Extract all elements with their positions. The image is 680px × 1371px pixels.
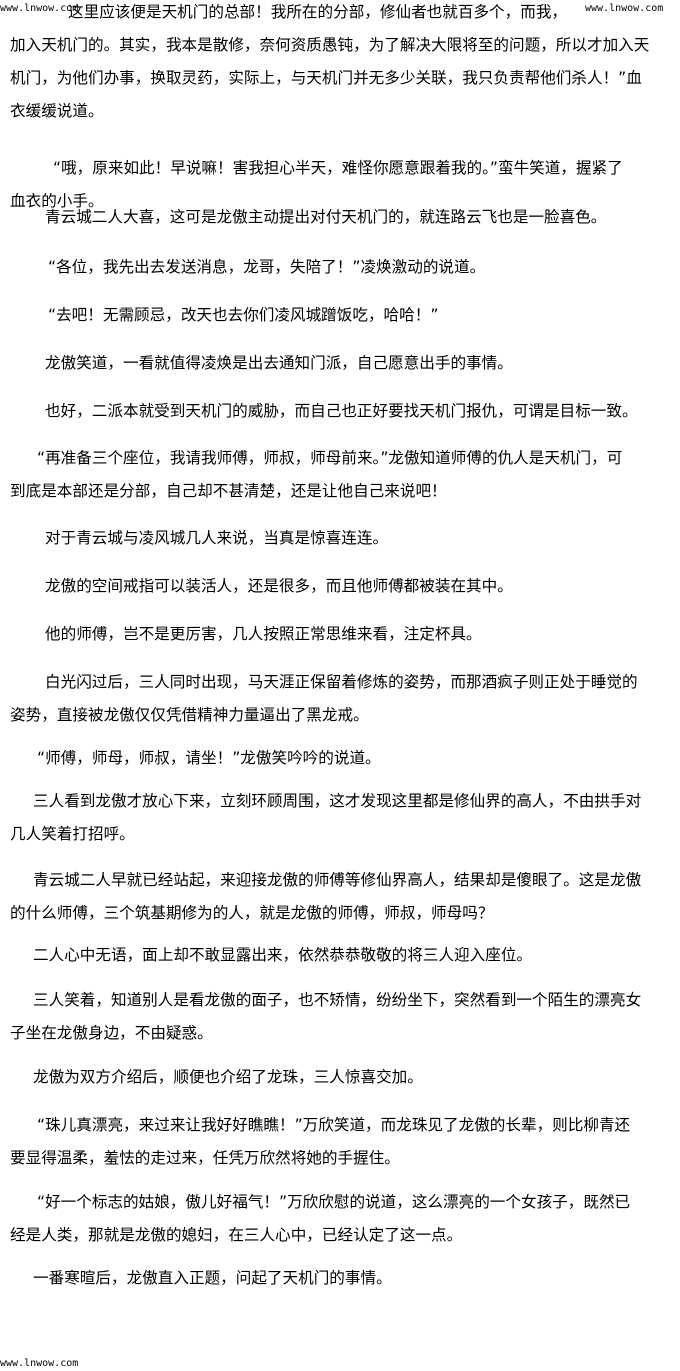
- text-line: “各位，我先出去发送消息，龙哥，失陪了！”凌焕激动的说道。: [48, 258, 486, 276]
- paragraph: 青云城二人早就已经站起，来迎接龙傲的师傅等修仙界高人，结果却是傻眼了。这是龙傲的…: [10, 864, 675, 930]
- paragraph: 龙傲笑道，一看就值得凌焕是出去通知门派，自己愿意出手的事情。: [10, 347, 675, 380]
- watermark-bottom-left: www.lnwow.com: [0, 1358, 79, 1369]
- text-line: “再准备三个座位，我请我师傅，师叔，师母前来。”龙傲知道师傅的仇人是天机门，可: [37, 449, 623, 467]
- text-line: 这里应该便是天机门的总部！我所在的分部，修仙者也就百多个，而我，: [68, 3, 568, 21]
- paragraph: 青云城二人大喜，这可是龙傲主动提出对付天机门的，就连路云飞也是一脸喜色。: [10, 201, 675, 234]
- text-line: 龙傲笑道，一看就值得凌焕是出去通知门派，自己愿意出手的事情。: [45, 354, 513, 372]
- text-line: 他的师傅，岂不是更厉害，几人按照正常思维来看，注定杯具。: [45, 625, 482, 643]
- text-line: 也好，二派本就受到天机门的威胁，而自己也正好要找天机门报仇，可谓是目标一致。: [45, 402, 638, 420]
- text-line: 青云城二人大喜，这可是龙傲主动提出对付天机门的，就连路云飞也是一脸喜色。: [45, 208, 607, 226]
- paragraph: 白光闪过后，三人同时出现，马天涯正保留着修炼的姿势，而那酒疯子则正处于睡觉的姿势…: [10, 666, 675, 732]
- text-line: “珠儿真漂亮，来过来让我好好瞧瞧！”万欣笑道，而龙珠见了龙傲的长辈，则比柳青还: [37, 1116, 631, 1134]
- text-line: 经是人类，那就是龙傲的媳妇，在三人心中，已经认定了这一点。: [10, 1226, 463, 1244]
- text-line: 机门，为他们办事，换取灵药，实际上，与天机门并无多少关联，我只负责帮他们杀人！”…: [10, 69, 642, 87]
- text-line: 三人看到龙傲才放心下来，立刻环顾周围，这才发现这里都是修仙界的高人，不由拱手对: [33, 792, 642, 810]
- text-line: 青云城二人早就已经站起，来迎接龙傲的师傅等修仙界高人，结果却是傻眼了。这是龙傲: [33, 871, 642, 889]
- text-line: 对于青云城与凌风城几人来说，当真是惊喜连连。: [45, 529, 389, 547]
- paragraph: 也好，二派本就受到天机门的威胁，而自己也正好要找天机门报仇，可谓是目标一致。: [10, 395, 675, 428]
- paragraph: “师傅，师母，师叔，请坐！”龙傲笑吟吟的说道。: [10, 742, 675, 775]
- text-line: 血衣的小手。: [10, 192, 104, 210]
- paragraph: 二人心中无语，面上却不敢显露出来，依然恭恭敬敬的将三人迎入座位。: [10, 939, 675, 972]
- paragraph: “再准备三个座位，我请我师傅，师叔，师母前来。”龙傲知道师傅的仇人是天机门，可到…: [10, 442, 675, 508]
- paragraph: “哦，原来如此！早说嘛！害我担心半天，难怪你愿意跟着我的。”蛮牛笑道，握紧了血衣…: [10, 152, 675, 218]
- text-line: 二人心中无语，面上却不敢显露出来，依然恭恭敬敬的将三人迎入座位。: [33, 946, 533, 964]
- paragraph: 一番寒暄后，龙傲直入正题，问起了天机门的事情。: [10, 1262, 675, 1295]
- paragraph: “珠儿真漂亮，来过来让我好好瞧瞧！”万欣笑道，而龙珠见了龙傲的长辈，则比柳青还要…: [10, 1109, 675, 1175]
- paragraph: 龙傲为双方介绍后，顺便也介绍了龙珠，三人惊喜交加。: [10, 1061, 675, 1094]
- text-line: 姿势，直接被龙傲仅仅凭借精神力量逼出了黑龙戒。: [10, 706, 369, 724]
- paragraph: 三人笑着，知道别人是看龙傲的面子，也不矫情，纷纷坐下，突然看到一个陌生的漂亮女子…: [10, 984, 675, 1050]
- text-line: “哦，原来如此！早说嘛！害我担心半天，难怪你愿意跟着我的。”蛮牛笑道，握紧了: [53, 159, 623, 177]
- text-line: 一番寒暄后，龙傲直入正题，问起了天机门的事情。: [33, 1269, 392, 1287]
- text-line: 子坐在龙傲身边，不由疑惑。: [10, 1024, 213, 1042]
- text-line: 几人笑着打招呼。: [10, 825, 135, 843]
- paragraph: “好一个标志的姑娘，傲儿好福气！”万欣欣慰的说道，这么漂亮的一个女孩子，既然已经…: [10, 1186, 675, 1252]
- text-line: 的什么师傅，三个筑基期修为的人，就是龙傲的师傅，师叔，师母吗？: [10, 904, 494, 922]
- text-line: 白光闪过后，三人同时出现，马天涯正保留着修炼的姿势，而那酒疯子则正处于睡觉的: [45, 673, 638, 691]
- paragraph: “去吧！无需顾忌，改天也去你们凌风城蹭饭吃，哈哈！”: [10, 299, 675, 332]
- paragraph: 对于青云城与凌风城几人来说，当真是惊喜连连。: [10, 522, 675, 555]
- text-line: 龙傲为双方介绍后，顺便也介绍了龙珠，三人惊喜交加。: [33, 1068, 423, 1086]
- text-line: 到底是本部还是分部，自己却不甚清楚，还是让他自己来说吧！: [10, 482, 447, 500]
- text-line: 三人笑着，知道别人是看龙傲的面子，也不矫情，纷纷坐下，突然看到一个陌生的漂亮女: [33, 991, 642, 1009]
- paragraph: 这里应该便是天机门的总部！我所在的分部，修仙者也就百多个，而我， 加入天机门的。其…: [10, 0, 675, 128]
- paragraph: 他的师傅，岂不是更厉害，几人按照正常思维来看，注定杯具。: [10, 618, 675, 651]
- text-line: 龙傲的空间戒指可以装活人，还是很多，而且他师傅都被装在其中。: [45, 577, 513, 595]
- paragraph: “各位，我先出去发送消息，龙哥，失陪了！”凌焕激动的说道。: [10, 251, 675, 284]
- watermark-top-left: www.lnwow.com: [0, 3, 79, 14]
- text-line: “师傅，师母，师叔，请坐！”龙傲笑吟吟的说道。: [37, 749, 381, 767]
- text-line: 衣缓缓说道。: [10, 102, 104, 120]
- paragraph: 龙傲的空间戒指可以装活人，还是很多，而且他师傅都被装在其中。: [10, 570, 675, 603]
- text-line: 加入天机门的。其实，我本是散修，奈何资质愚钝，为了解决大限将至的问题，所以才加入…: [10, 36, 650, 54]
- text-line: 要显得温柔，羞怯的走过来，任凭万欣然将她的手握住。: [10, 1149, 400, 1167]
- text-line: “去吧！无需顾忌，改天也去你们凌风城蹭饭吃，哈哈！”: [48, 306, 439, 324]
- text-line: “好一个标志的姑娘，傲儿好福气！”万欣欣慰的说道，这么漂亮的一个女孩子，既然已: [37, 1193, 631, 1211]
- watermark-top-right: www.lnwow.com: [585, 3, 664, 14]
- paragraph: 三人看到龙傲才放心下来，立刻环顾周围，这才发现这里都是修仙界的高人，不由拱手对几…: [10, 785, 675, 851]
